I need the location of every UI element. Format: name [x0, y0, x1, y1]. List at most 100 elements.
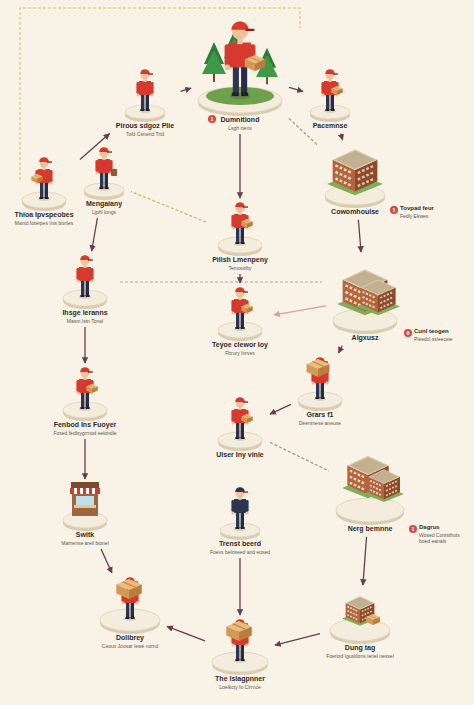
platform-top — [84, 183, 124, 197]
platform-shape — [332, 308, 398, 336]
callout-number: 8 — [404, 329, 412, 337]
station-node: Algxusz — [329, 255, 401, 343]
station-title: Trenst beerd — [219, 540, 261, 549]
station-title: Dung tag — [345, 644, 375, 653]
platform-shape — [21, 191, 67, 213]
station-node: Pacemnse — [306, 68, 354, 131]
parcel-box — [241, 219, 252, 228]
callout-note: Fedly Ekwes — [400, 213, 428, 219]
station-caption: Ceoux Joosar lewe nomd — [102, 643, 158, 649]
station-title: Teyoe clewor Ioy — [212, 341, 268, 350]
callout-number: 1 — [390, 206, 398, 214]
platform-top — [100, 609, 160, 631]
flow-arrow — [274, 306, 326, 315]
station-caption: Masm Istn Tonel — [67, 318, 103, 324]
parcel-box — [241, 414, 252, 423]
flow-arrow — [270, 404, 291, 414]
hand-bag — [111, 169, 117, 176]
apartment-building — [342, 596, 378, 625]
station-title: Dolibrey — [116, 634, 144, 643]
platform-shape — [62, 511, 108, 533]
station-title: Algxusz — [352, 334, 379, 343]
callout-number: 1 — [409, 525, 417, 533]
flow-arrow — [363, 537, 367, 585]
station-caption: Tofd Cenend Trid — [126, 131, 164, 137]
station-caption: Loeikcty fo Clrrnce — [219, 684, 260, 690]
flow-arrow — [339, 346, 343, 353]
station-caption: Manid foterpes Inis bonles — [15, 220, 73, 226]
station-title: Ihsge Ieranns — [62, 309, 107, 318]
apartment-building — [364, 469, 404, 502]
station-node: Ihsge IerannsMasm Istn Tonel — [59, 254, 111, 324]
courier-figure — [35, 157, 52, 201]
platform-shape — [324, 184, 386, 210]
platform-shape — [309, 104, 351, 124]
station-node: Pilish LmenpenyTemouriby — [209, 201, 271, 271]
platform-shape — [297, 391, 343, 413]
station-node: Teyoe clewor IoyFbrury Inrves — [209, 286, 271, 356]
tree — [224, 31, 244, 64]
flow-arrow — [358, 220, 361, 252]
flow-arrow — [239, 274, 240, 283]
station-node: DumnitiondLsgh rtens — [194, 15, 286, 131]
station-node: MengaianyLjphl longs — [80, 146, 128, 215]
station-title: Mengaiany — [86, 200, 122, 209]
platform-shape — [329, 618, 391, 646]
flow-arrow — [289, 119, 318, 146]
apartment-building — [337, 270, 393, 316]
tree — [202, 42, 226, 82]
flow-arrow — [275, 634, 320, 645]
callout-note: Wosed Contsthuts boed eanals — [419, 532, 469, 545]
station-title: Pirous sdgoz Plie — [116, 122, 174, 131]
station-node: Dung tagFoeriod Igusitlons Ienel nessel — [323, 588, 397, 659]
platform-top — [325, 185, 385, 205]
station-caption: Ljphl longs — [92, 209, 116, 215]
platform-shape — [217, 431, 263, 453]
courier-figure — [121, 577, 138, 621]
callout-note: Pleedcl ssleeceie — [414, 336, 453, 342]
station-node: Thioa IpvspeobesManid foterpes Inis bonl… — [11, 156, 77, 226]
callout-number: 1 — [208, 115, 216, 123]
courier-figure — [76, 367, 93, 411]
station-title: Fenbod Ins Fuoyer — [54, 421, 117, 430]
platform-shape — [124, 104, 166, 124]
courier-figure — [231, 202, 248, 246]
station-node: Fenbod Ins FuoyerFosed fedlsygrrnod eelo… — [50, 366, 120, 436]
platform-shape — [62, 289, 108, 311]
parcel-box — [307, 359, 330, 377]
station-node: Trenst beerdFoevs beloseed and eosed — [207, 486, 274, 555]
platform-top — [63, 290, 107, 306]
station-caption: Mamense areil bionel — [61, 540, 109, 546]
platform-top — [63, 512, 107, 528]
flow-arrow — [92, 218, 98, 251]
station-node: Nerg bemnne — [332, 448, 408, 534]
station-title: Grars f1 — [307, 411, 334, 420]
station-title: Thioa Ipvspeobes — [14, 211, 73, 220]
platform-top — [22, 192, 66, 208]
apartment-building — [342, 456, 394, 498]
station-node: DolibreyCeoux Joosar lewe nomd — [96, 576, 164, 649]
courier-figure — [76, 255, 93, 299]
platform-top — [198, 87, 282, 113]
platform-top — [333, 309, 397, 331]
station-node: Pirous sdgoz PlieTofd Cenend Trid — [113, 68, 178, 137]
station-caption: Foeriod Igusitlons Ienel nessel — [326, 653, 394, 659]
courier-figure — [95, 147, 112, 191]
courier-figure — [136, 69, 153, 113]
parcel-box — [331, 86, 342, 95]
station-title: Dumnitiond — [221, 116, 260, 125]
platform-top — [220, 523, 260, 537]
flow-arrow — [270, 442, 329, 471]
station-title: Ulser Iny vinle — [216, 451, 263, 460]
station-node: The IslagpnnerLoeikcty fo Clrrnce — [208, 618, 272, 690]
flow-arrow — [289, 87, 303, 91]
platform-top — [125, 105, 165, 119]
parcel-box — [245, 55, 265, 71]
parcel-box — [366, 614, 380, 625]
flow-arrow — [181, 88, 192, 91]
kiosk-shop — [70, 482, 100, 516]
station-node: Grars f1Deenmese aneuse — [294, 356, 346, 426]
dashed-guide — [120, 282, 322, 283]
dashed-guide — [20, 8, 300, 180]
